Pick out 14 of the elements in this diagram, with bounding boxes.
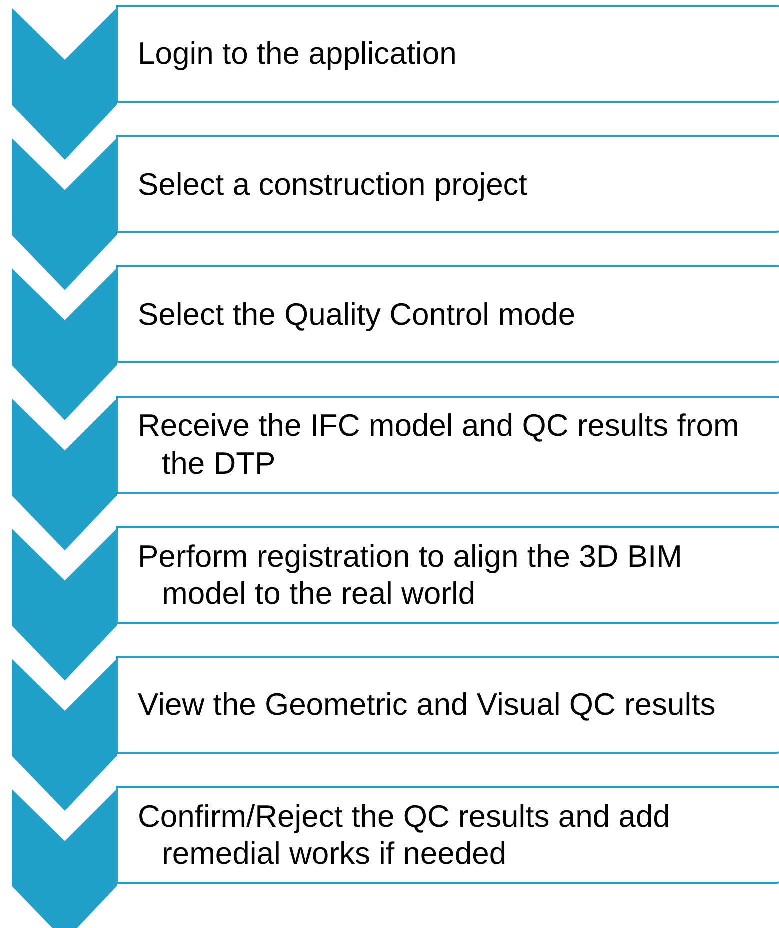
step-box: [116, 526, 779, 624]
step-box: [116, 656, 779, 754]
step-text: Select a construction project: [137, 166, 528, 203]
step-text: Receive the IFC model and QC results from the DTP: [137, 407, 740, 482]
step-text: Perform registration to align the 3D BIM model to the real world: [137, 538, 684, 612]
step-text: Login to the application: [137, 35, 458, 73]
step-text: Select the Quality Control mode: [137, 296, 577, 333]
step-box: [116, 135, 779, 234]
step-box: [116, 265, 779, 364]
step-box: [116, 396, 779, 494]
step-box: [116, 5, 779, 103]
step-text: Confirm/Reject the QC results and add remedial works if needed: [137, 798, 672, 872]
step-text: View the Geometric and Visual QC results: [137, 686, 717, 724]
step-box: [116, 786, 779, 884]
